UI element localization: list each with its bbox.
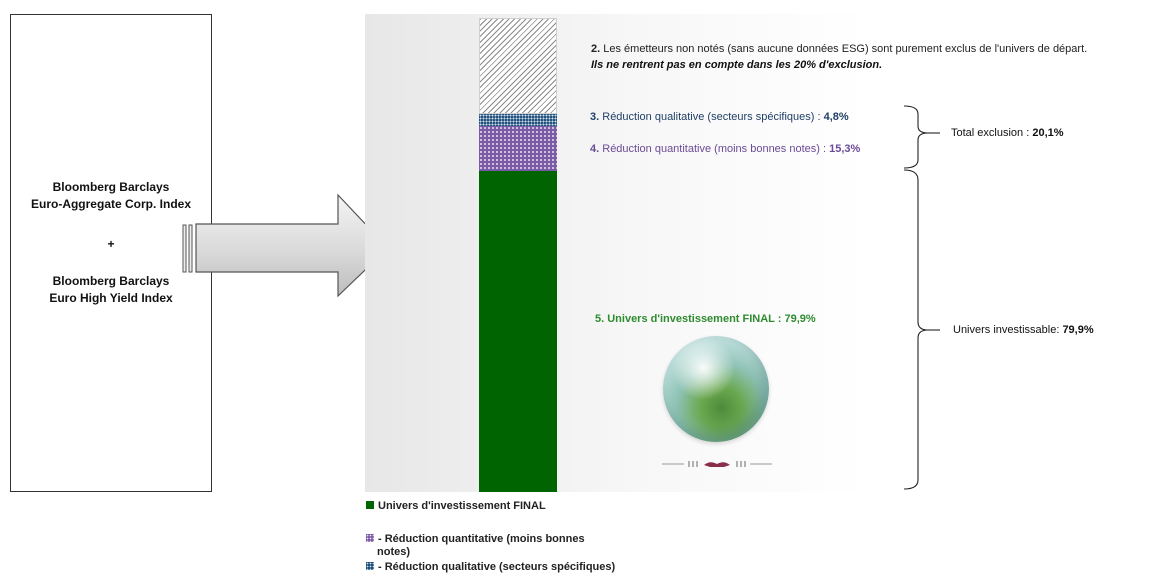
plus-sign: + [107,237,115,251]
bar-segment-non-rated [479,18,557,114]
qualitative-value: 4,8% [823,111,849,123]
legend-swatch-qualitative [366,562,374,570]
investable-universe-label: Univers investissable: 79,9% [953,324,1094,336]
index-name-2-detail: Euro High Yield Index [49,291,173,305]
note-number: 2. [591,43,601,55]
bar-segment-quantitative [479,126,557,171]
legend-label-quantitative-cont: notes) [377,546,410,558]
note-text: Réduction quantitative (moins bonnes not… [599,143,830,155]
index-name-2: Bloomberg Barclays [52,274,170,288]
legend-swatch-quantitative [366,534,374,542]
non-rated-note: 2. Les émetteurs non notés (sans aucune … [591,42,1087,57]
legend-label-final: Univers d'investissement FINAL [378,500,546,512]
exclusion-panel [365,14,960,492]
legend-item-final: Univers d'investissement FINAL [366,500,546,513]
brace-icon [904,105,940,490]
bar-segment-final [479,171,557,492]
quantitative-value: 15,3% [829,143,861,155]
legend-label-quantitative: - Réduction quantitative (moins bonnes [378,533,585,545]
bar-segment-qualitative [479,114,557,126]
quantitative-note: 4. Réduction quantitative (moins bonnes … [590,142,860,157]
legend-item-quantitative: - Réduction quantitative (moins bonnes [366,533,585,546]
handshake-logo-icon [662,461,772,467]
legend-swatch-final [366,501,374,509]
final-universe-note: 5. Univers d'investissement FINAL : 79,9… [595,313,816,325]
investable-universe-value: 79,9% [1062,324,1094,336]
investable-universe-text: Univers investissable: [953,324,1063,336]
non-rated-note-italic: Ils ne rentrent pas en compte dans les 2… [591,59,883,71]
flow-arrow-icon [182,193,389,298]
index-name-1: Bloomberg Barclays [52,180,170,194]
note-text: Les émetteurs non notés (sans aucune don… [600,43,1088,55]
globe-plant-image [663,336,769,442]
note-number: 4. [590,143,600,155]
legend-item-qualitative: - Réduction qualitative (secteurs spécif… [366,561,615,574]
qualitative-note: 3. Réduction qualitative (secteurs spéci… [590,110,849,125]
index-name-1-detail: Euro-Aggregate Corp. Index [30,197,191,211]
total-exclusion-value: 20,1% [1032,127,1064,139]
total-exclusion-text: Total exclusion : [951,127,1033,139]
benchmark-index-box: Bloomberg Barclays Euro-Aggregate Corp. … [10,14,212,492]
note-number: 3. [590,111,600,123]
total-exclusion-label: Total exclusion : 20,1% [951,127,1064,139]
legend-label-qualitative: - Réduction qualitative (secteurs spécif… [378,561,616,573]
note-text: Réduction qualitative (secteurs spécifiq… [599,111,824,123]
